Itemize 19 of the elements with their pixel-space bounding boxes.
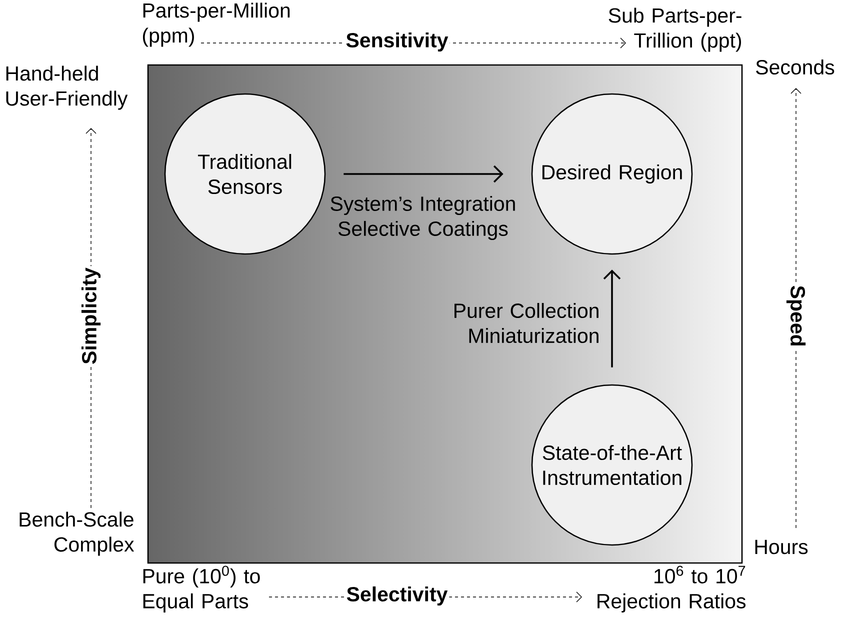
- edge-label: Purer Collection Miniaturization: [454, 302, 598, 344]
- arrow: [344, 165, 504, 183]
- edge-label: System’s Integration Selective Coatings: [330, 196, 515, 240]
- axis-title: Speed: [784, 284, 808, 348]
- axis-end-label: Bench-Scale Complex: [20, 512, 134, 556]
- axis-title: Simplicity: [80, 266, 102, 366]
- axis-title: Selectivity: [344, 584, 450, 608]
- axis-end-label: Seconds: [756, 59, 834, 75]
- axis-end-label: 10$^{6}$ to 10$^{7}$ Rejection Ratios: [598, 566, 746, 612]
- circle-node: State-of-the-Art Instrumentation: [531, 384, 693, 546]
- axis-end-label: Hand-held User-Friendly: [6, 66, 128, 110]
- axis-end-label: Pure (10$^{0}$) to Equal Parts: [143, 566, 260, 612]
- arrow: [603, 270, 621, 368]
- circle-node: Traditional Sensors: [164, 93, 326, 255]
- axis-end-label: Hours: [755, 540, 808, 554]
- circle-node: Desired Region: [531, 93, 693, 255]
- axis-end-label: Parts-per-Million (ppm): [142, 2, 290, 47]
- axis-title: Sensitivity: [344, 30, 450, 54]
- axis-end-label: Sub Parts-per-Trillion (ppt): [608, 8, 742, 52]
